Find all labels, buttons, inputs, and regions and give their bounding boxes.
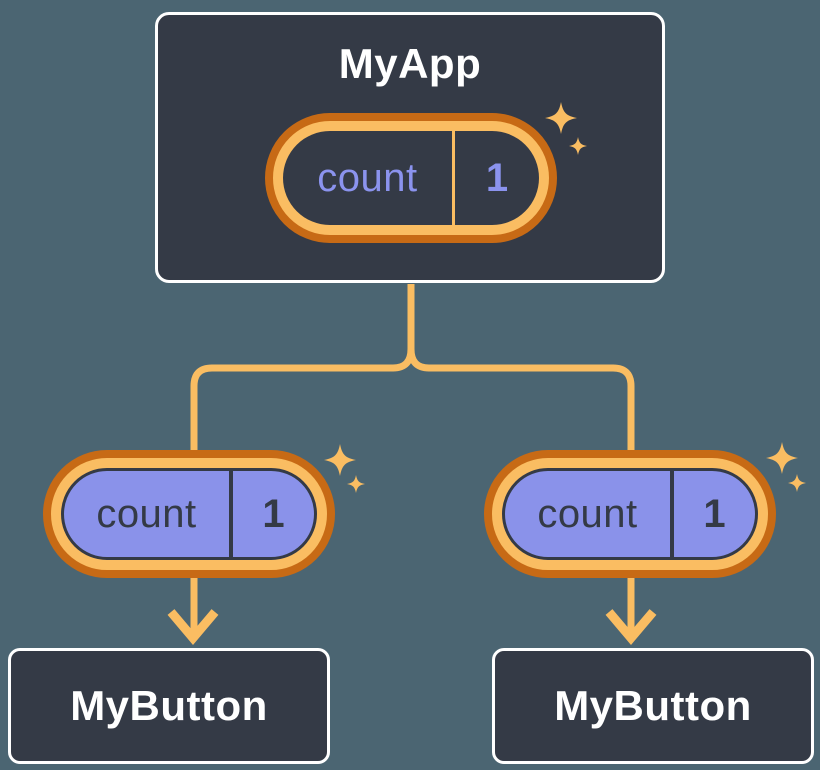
connector-line: [190, 348, 415, 631]
component-title: MyButton: [70, 682, 268, 729]
component-title: MyButton: [554, 682, 752, 729]
component-node-myapp: MyApp count 1: [155, 12, 665, 283]
prop-pill-right: count 1: [484, 450, 776, 578]
component-node-mybutton-right: MyButton: [492, 648, 814, 764]
state-pill: count 1: [265, 113, 557, 243]
prop-pill-left: count 1: [43, 450, 335, 578]
prop-value: 1: [670, 471, 755, 557]
prop-name-label: count: [96, 491, 197, 536]
arrow-down-icon: [167, 609, 219, 645]
prop-name-label: count: [537, 491, 638, 536]
connector-line: [407, 348, 635, 631]
state-name-label: count: [317, 155, 418, 200]
component-title: MyApp: [338, 40, 482, 87]
component-node-mybutton-left: MyButton: [8, 648, 330, 764]
state-value: 1: [451, 131, 539, 225]
arrow-down-icon: [605, 609, 657, 645]
prop-value: 1: [229, 471, 314, 557]
